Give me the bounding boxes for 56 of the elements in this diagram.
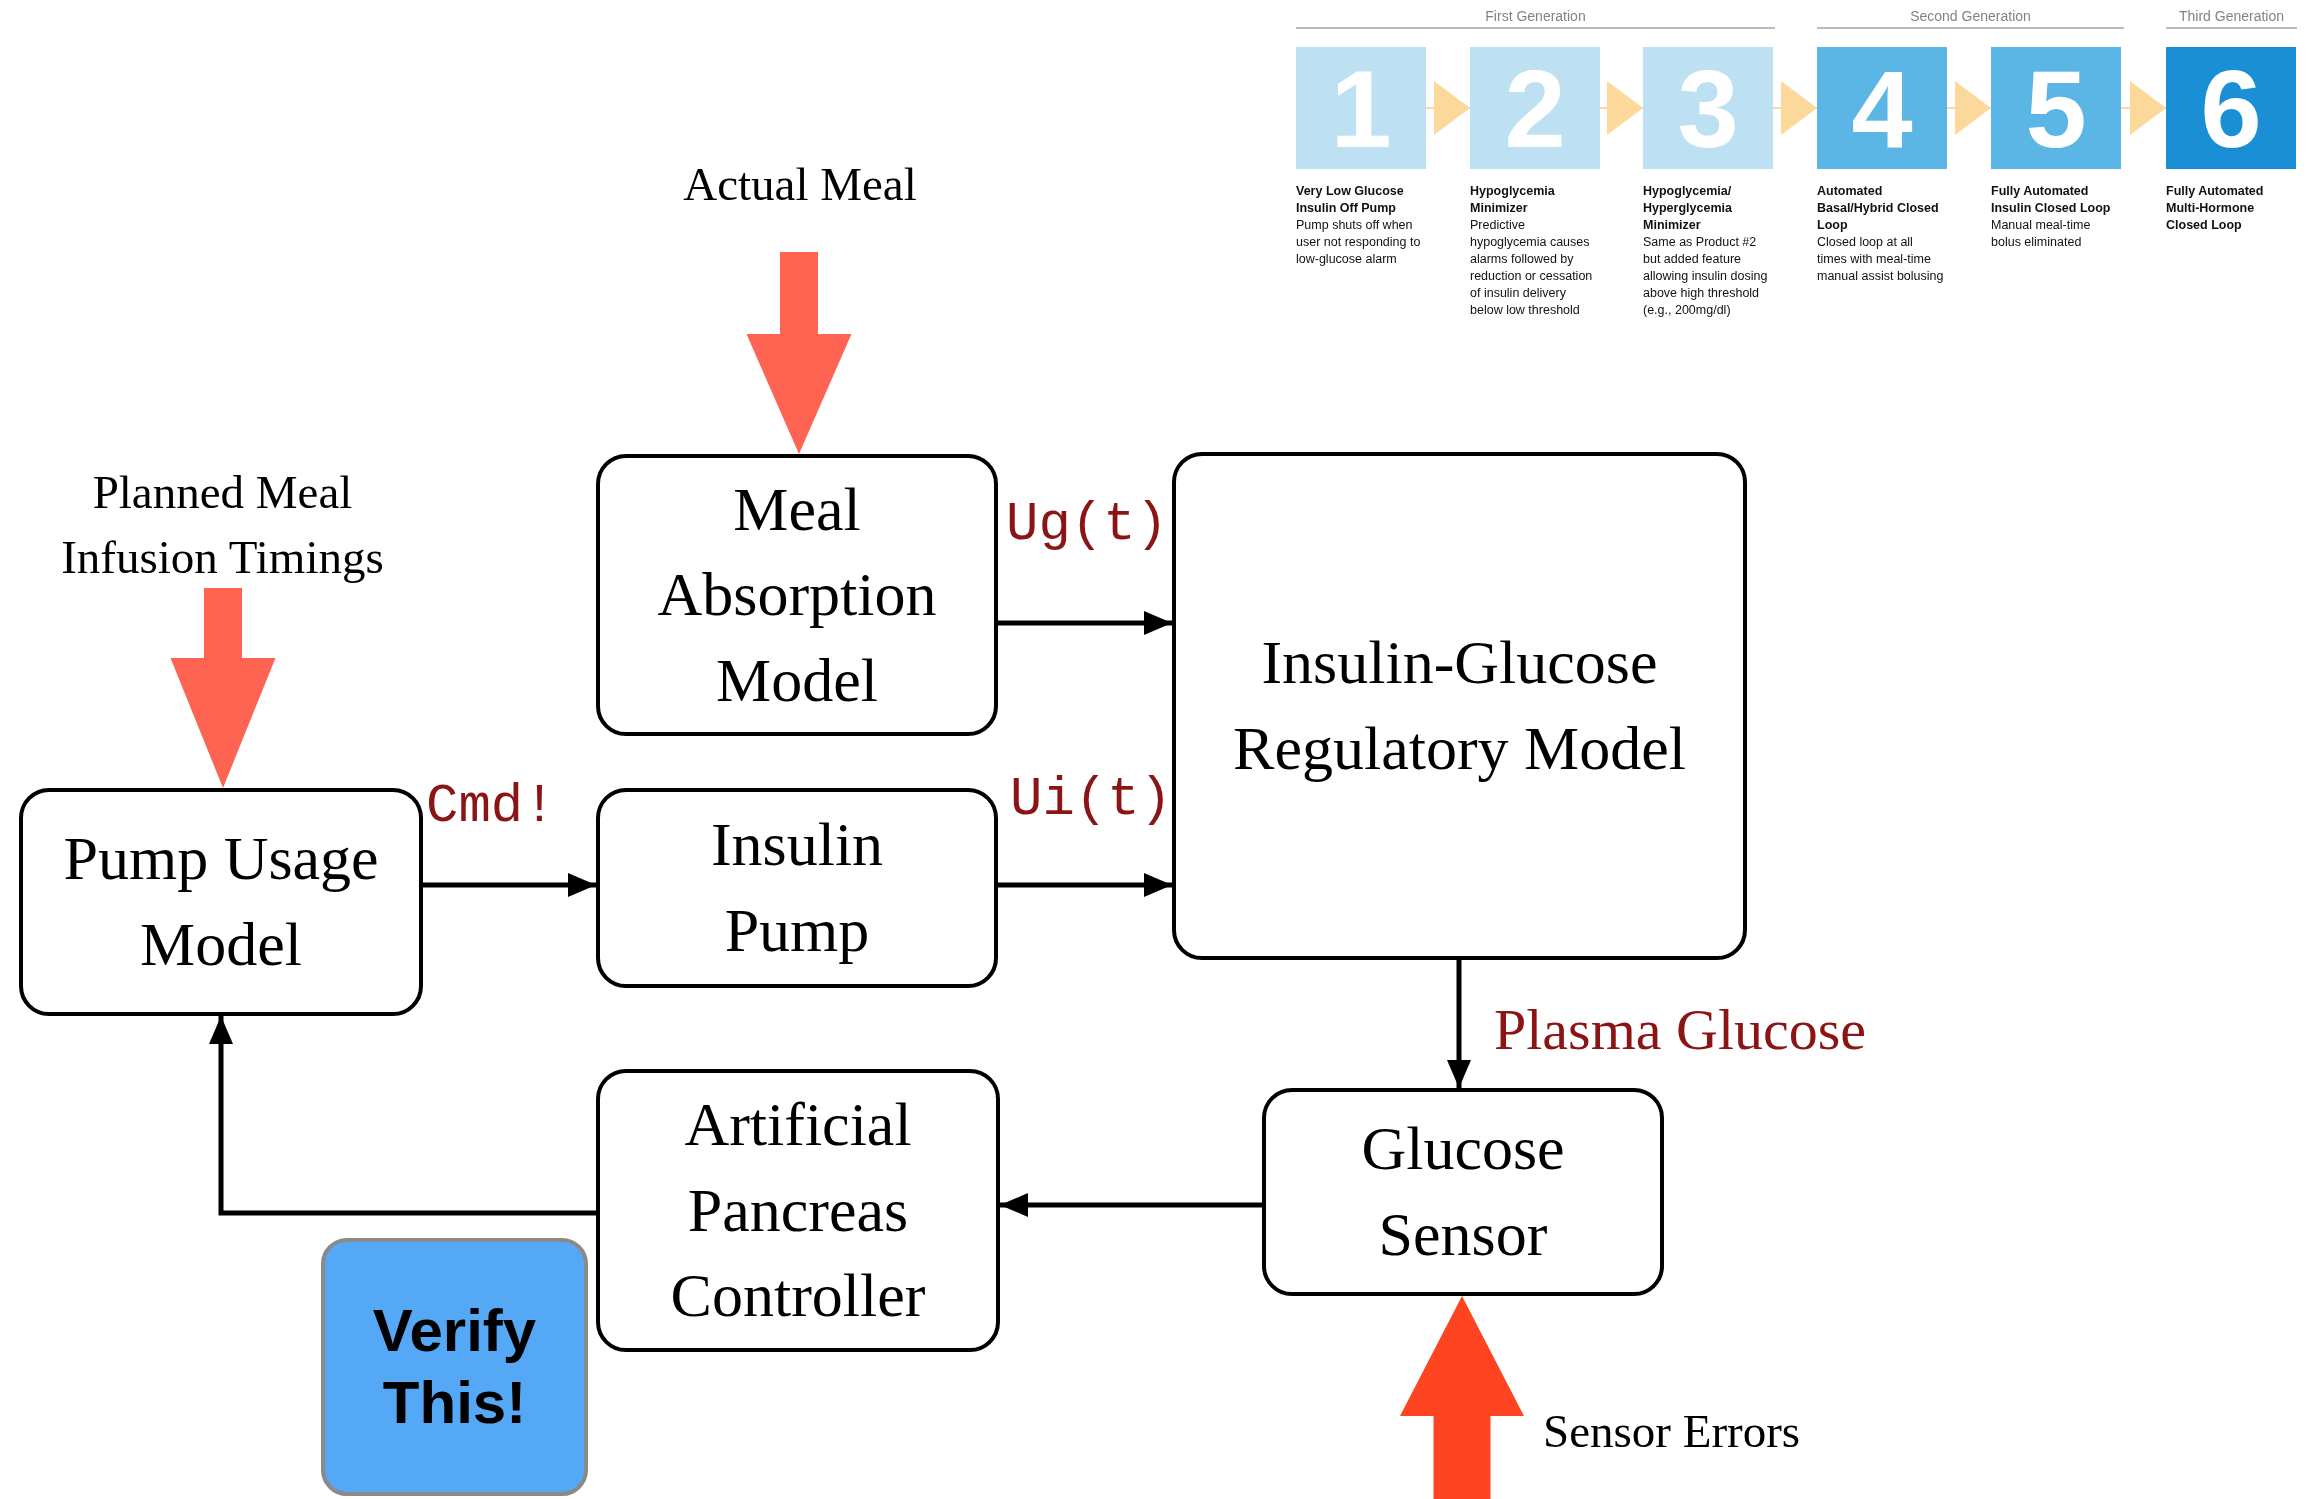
process-box [596,788,998,988]
block-arrow [170,588,276,788]
step-number: 6 [2200,45,2262,172]
process-box [596,454,998,736]
process-box [1262,1088,1664,1296]
step-number: 3 [1677,45,1739,172]
chevron-arrow [1946,81,1992,135]
arrow [998,611,1172,635]
step-description: Predictive hypoglycemia causes alarms followed by reduction or cessation of insulin delivery below low threshold [1470,217,1594,319]
step-box [1296,47,1426,169]
step-description: Manual meal-time bolus eliminated [1991,217,2092,251]
process-box [1172,452,1747,960]
box-label: Glucose Sensor [1360,1113,1566,1270]
generation-heading: Second Generation [1909,8,2032,24]
step-title: Hypoglycemia Minimizer [1470,183,1556,217]
step-description: Pump shuts off when user not responding to low-glucose alarm [1296,217,1422,268]
block-arrow [1400,1296,1524,1499]
step-description: Same as Product #2 but added feature allowing insulin dosing above high threshold (e.g., 200mg/dl) [1643,234,1769,319]
step-title: Fully Automated Insulin Closed Loop [1991,183,2112,217]
arrow [1447,960,1471,1088]
arrow [209,1016,596,1216]
input-label: Actual Meal [640,152,960,252]
step-title: Hypoglycemia/ Hyperglycemia Minimizer [1643,183,1733,234]
block-arrow [746,252,852,454]
arrow [998,873,1172,897]
input-label: Planned Meal Infusion Timings [10,460,435,588]
process-box [596,1069,1000,1352]
step-description: Closed loop at all times with meal-time manual assist bolusing [1817,234,1945,285]
box-label: Pump Usage Model [62,823,380,980]
generation-heading: Third Generation [2177,8,2286,24]
step-number: 2 [1504,45,1566,172]
step-title: Fully Automated Multi-Hormone Closed Loop [2166,183,2265,234]
step-number: 5 [2025,45,2087,172]
arrow [1000,1193,1262,1217]
chevron-arrow [1772,81,1818,135]
chevron-arrow [2120,81,2167,135]
box-label: Insulin Pump [709,809,885,966]
step-box [1991,47,2121,169]
chevron-arrow [1599,81,1644,135]
step-number: 1 [1330,45,1392,172]
step-title: Very Low Glucose Insulin Off Pump [1296,183,1405,217]
generation-heading: First Generation [1484,8,1587,24]
step-box [1643,47,1773,169]
box-label: Insulin-Glucose Regulatory Model [1232,627,1687,784]
step-box [2166,47,2296,169]
step-box [1817,47,1947,169]
box-label: Meal Absorption Model [656,473,938,716]
box-label: Artificial Pancreas Controller [669,1089,927,1332]
callout-box [321,1238,588,1496]
step-box [1470,47,1600,169]
process-box [19,788,423,1016]
step-number: 4 [1851,45,1913,172]
callout-text: Verify This! [371,1296,538,1438]
arrow [423,873,596,897]
chevron-arrow [1425,81,1471,135]
step-title: Automated Basal/Hybrid Closed Loop [1817,183,1940,234]
